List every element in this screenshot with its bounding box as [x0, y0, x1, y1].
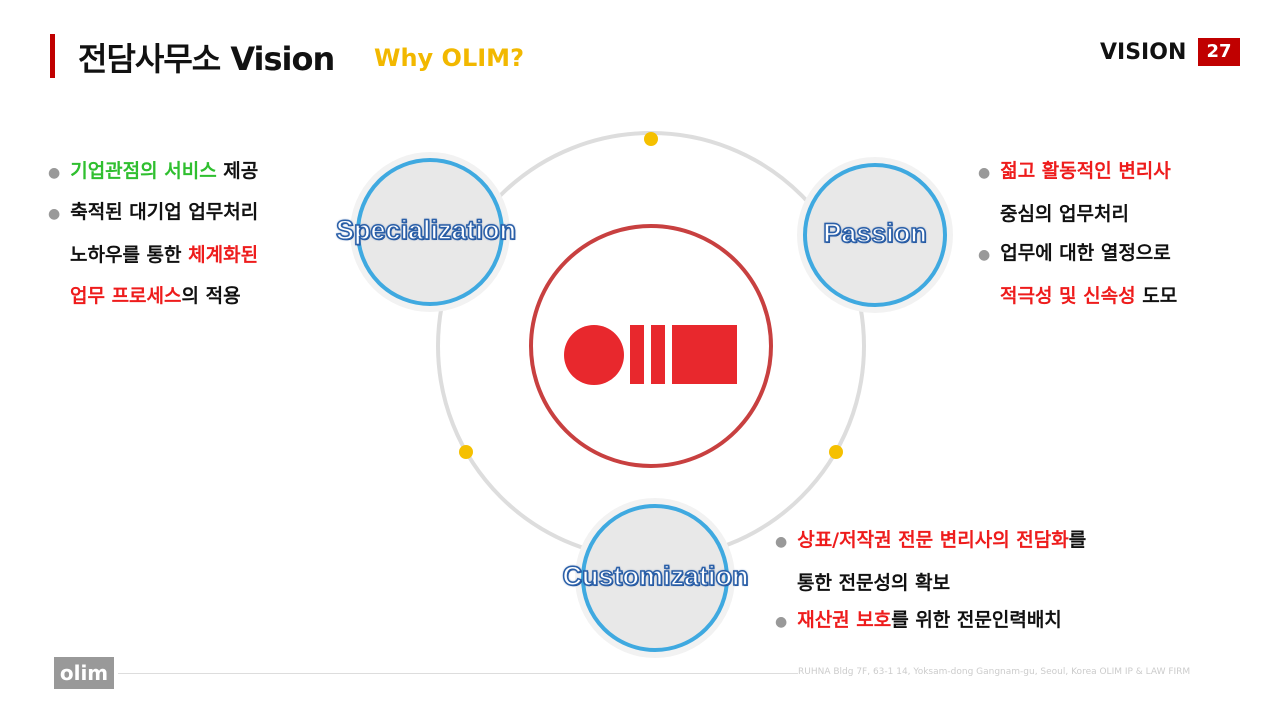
bubble-customization-circle [575, 498, 735, 658]
ring-dot-left [459, 445, 473, 459]
footer-logo: olim [54, 657, 114, 689]
highlight-text: 상표/저작권 전문 변리사의 전담화 [797, 529, 1069, 551]
bullet-icon: ● [775, 534, 788, 550]
highlight-text: 재산권 보호 [797, 609, 892, 631]
highlight-text: 젊고 활동적인 변리사 [1000, 160, 1171, 182]
highlight-text: 체계화된 [188, 244, 259, 266]
text: 의 적용 [181, 285, 241, 307]
ring-dot-right [829, 445, 843, 459]
footer-divider [118, 673, 798, 674]
ring-dot-top [644, 132, 658, 146]
right-bullet-1: ● 젊고 활동적인 변리사 중심의 업무처리 [978, 151, 1171, 235]
bottom-bullet-2: ● 재산권 보호를 위한 전문인력배치 [775, 600, 1062, 643]
olim-logo [564, 325, 737, 385]
bullet-icon: ● [48, 206, 61, 222]
bubble-specialization-circle [350, 152, 510, 312]
title-accent-bar [50, 34, 55, 78]
bullet-icon: ● [48, 165, 61, 181]
highlight-text: 업무 프로세스 [70, 285, 182, 307]
section-label: VISION [1100, 40, 1187, 65]
bullet-icon: ● [978, 247, 991, 263]
page-subtitle: Why OLIM? [374, 44, 524, 72]
left-bullet-2: ● 축적된 대기업 업무처리 노하우를 통한 체계화된 업무 프로세스의 적용 [48, 192, 258, 317]
text: 를 [1068, 529, 1087, 551]
footer-address: RUHNA Bldg 7F, 63-1 14, Yoksam-dong Gang… [798, 667, 1191, 677]
page-title: 전담사무소 Vision [78, 40, 335, 78]
bubble-customization-label: Customization [562, 560, 750, 592]
text: 축적된 대기업 업무처리 [70, 201, 259, 223]
bubble-passion-circle [797, 157, 953, 313]
text: 제공 [216, 160, 259, 182]
text: 도모 [1135, 285, 1178, 307]
text: 노하우를 통한 [70, 244, 189, 266]
highlight-text: 기업관점의 서비스 [70, 160, 217, 182]
page-number: 27 [1198, 38, 1240, 66]
highlight-text: 적극성 및 신속성 [1000, 285, 1136, 307]
bottom-bullet-1: ● 상표/저작권 전문 변리사의 전담화를 통한 전문성의 확보 [775, 520, 1086, 604]
text: 를 위한 전문인력배치 [891, 609, 1062, 631]
bubble-passion-label: Passion [822, 217, 927, 249]
text: 통한 전문성의 확보 [797, 572, 951, 594]
bullet-icon: ● [775, 614, 788, 630]
bubble-specialization-label: Specialization [335, 214, 517, 246]
right-bullet-2: ● 업무에 대한 열정으로 적극성 및 신속성 도모 [978, 233, 1177, 317]
bullet-icon: ● [978, 165, 991, 181]
text: 중심의 업무처리 [1000, 203, 1129, 225]
left-bullet-1: ● 기업관점의 서비스 제공 [48, 151, 258, 194]
text: 업무에 대한 열정으로 [1000, 242, 1171, 264]
